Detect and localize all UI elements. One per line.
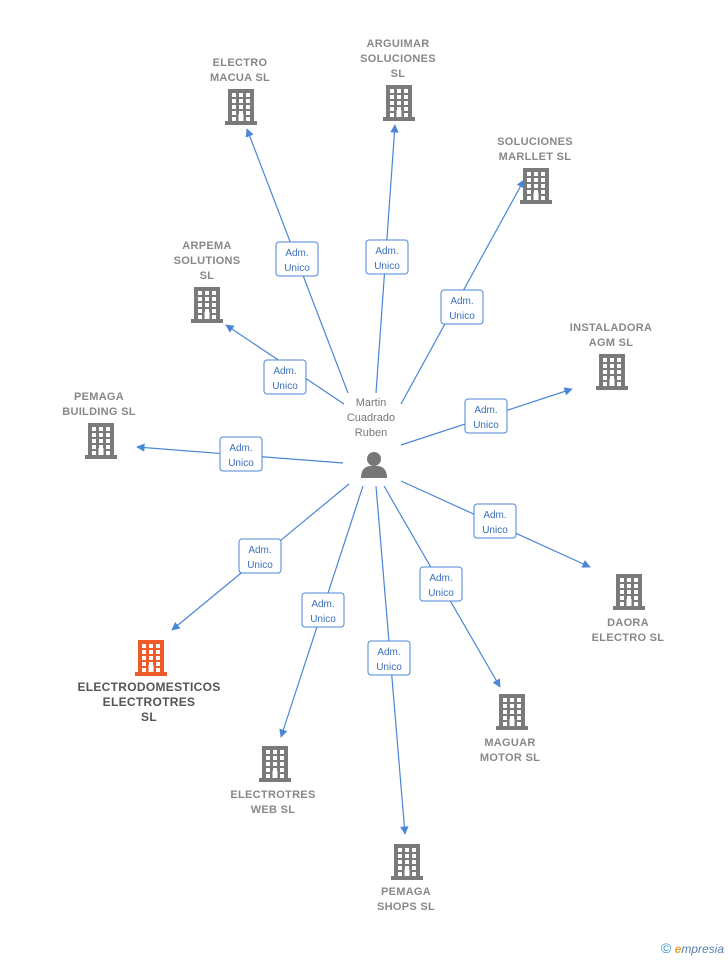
person-label: Martin (356, 397, 387, 409)
company-label: ARPEMA (182, 240, 231, 252)
company-label: SL (141, 710, 157, 724)
relation-box[interactable]: Adm. Unico (263, 359, 307, 395)
company-label: ELECTROTRES (103, 695, 196, 709)
brand-name: mpresia (681, 942, 724, 956)
company-label: ELECTRO SL (592, 632, 665, 644)
company-label: ARGUIMAR (367, 38, 430, 50)
building-icon (613, 574, 645, 610)
relation-box[interactable]: Adm. Unico (464, 398, 508, 434)
company-arpema[interactable]: ARPEMA SOLUTIONS SL (174, 240, 241, 323)
building-icon (596, 354, 628, 390)
company-label: BUILDING SL (62, 406, 136, 418)
relation-box[interactable]: Adm. Unico (238, 538, 282, 574)
relation-text: Adm. (474, 405, 497, 416)
building-icon (191, 287, 223, 323)
company-label: INSTALADORA (570, 322, 653, 334)
company-label: ELECTRO (213, 57, 268, 69)
relation-text: Unico (228, 458, 254, 469)
company-label: SOLUCIONES (360, 53, 436, 65)
relation-text: Unico (482, 525, 508, 536)
relation-text: Adm. (248, 545, 271, 556)
relation-box[interactable]: Adm. Unico (219, 436, 263, 472)
building-icon (225, 89, 257, 125)
company-label: SOLUCIONES (497, 136, 573, 148)
company-label: MACUA SL (210, 72, 270, 84)
copyright-symbol: © (660, 940, 672, 956)
company-label: ELECTROTRES (230, 789, 315, 801)
person-label: Cuadrado (347, 412, 395, 424)
company-label: SHOPS SL (377, 901, 435, 913)
building-icon (85, 423, 117, 459)
building-icon (135, 640, 167, 676)
relation-text: Unico (428, 588, 454, 599)
company-label: SL (391, 68, 406, 80)
company-electro-macua[interactable]: ELECTRO MACUA SL (210, 57, 270, 125)
company-arguimar[interactable]: ARGUIMAR SOLUCIONES SL (360, 38, 436, 121)
company-label: DAORA (607, 617, 649, 629)
relation-text: Unico (473, 420, 499, 431)
building-icon (391, 844, 423, 880)
relation-box[interactable]: Adm. Unico (367, 640, 411, 676)
relation-text: Adm. (377, 647, 400, 658)
relation-text: Adm. (483, 510, 506, 521)
company-label: MARLLET SL (499, 151, 572, 163)
company-label: SL (200, 270, 215, 282)
relation-text: Adm. (311, 599, 334, 610)
companies-layer: ELECTRO MACUA SL ARGUIMAR SOLUCIONES SL SOLUC… (62, 38, 664, 913)
brand-watermark: © empresia (661, 940, 724, 956)
relation-box[interactable]: Adm. Unico (419, 566, 463, 602)
company-soluciones-marllet[interactable]: SOLUCIONES MARLLET SL (497, 136, 573, 204)
relation-text: Adm. (229, 443, 252, 454)
company-label: SOLUTIONS (174, 255, 241, 267)
relation-text: Adm. (285, 248, 308, 259)
relation-text: Unico (272, 381, 298, 392)
person-label: Ruben (355, 427, 387, 439)
company-maguar-motor[interactable]: MAGUAR MOTOR SL (480, 694, 540, 764)
company-pemaga-building[interactable]: PEMAGA BUILDING SL (62, 391, 136, 459)
building-icon (383, 85, 415, 121)
relation-text: Adm. (273, 366, 296, 377)
company-label: PEMAGA (381, 886, 431, 898)
relation-text: Unico (449, 311, 475, 322)
relation-text: Unico (374, 261, 400, 272)
relation-text: Adm. (450, 296, 473, 307)
relations-layer: Adm.UnicoAdm.UnicoAdm.UnicoAdm.UnicoAdm.… (219, 239, 517, 676)
company-daora-electro[interactable]: DAORA ELECTRO SL (592, 574, 665, 644)
relation-text: Adm. (429, 573, 452, 584)
person-icon (361, 452, 387, 478)
relation-box[interactable]: Adm. Unico (440, 289, 484, 325)
relation-text: Unico (284, 263, 310, 274)
relation-box[interactable]: Adm. Unico (365, 239, 409, 275)
relation-box[interactable]: Adm. Unico (473, 503, 517, 539)
company-instaladora-agm[interactable]: INSTALADORA AGM SL (570, 322, 653, 390)
brand-initial: e (674, 942, 682, 956)
company-label: WEB SL (251, 804, 296, 816)
company-label: PEMAGA (74, 391, 124, 403)
relation-box[interactable]: Adm. Unico (301, 592, 345, 628)
building-icon (496, 694, 528, 730)
relation-box[interactable]: Adm. Unico (275, 241, 319, 277)
building-icon (520, 168, 552, 204)
relation-text: Unico (310, 614, 336, 625)
building-icon (259, 746, 291, 782)
relation-text: Unico (247, 560, 273, 571)
company-electrotres-web[interactable]: ELECTROTRES WEB SL (230, 746, 315, 816)
relation-text: Unico (376, 662, 402, 673)
relation-text: Adm. (375, 246, 398, 257)
company-label: MAGUAR (484, 737, 535, 749)
company-label: AGM SL (589, 337, 634, 349)
company-label: MOTOR SL (480, 752, 540, 764)
company-label: ELECTRODOMESTICOS (77, 680, 220, 694)
company-pemaga-shops[interactable]: PEMAGA SHOPS SL (377, 844, 435, 913)
